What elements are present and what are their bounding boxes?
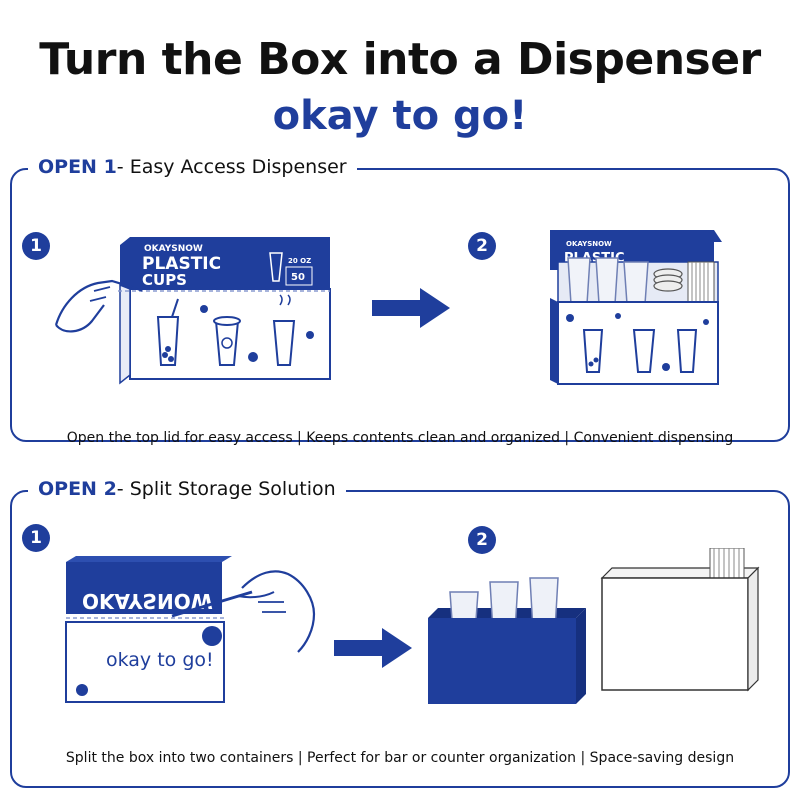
section-1-title: - Easy Access Dispenser — [116, 156, 347, 178]
section-2-step-1-badge: 1 — [22, 524, 50, 552]
section-2-arrow-icon — [334, 628, 412, 668]
section-2-heading: OPEN 2- Split Storage Solution — [28, 478, 346, 500]
section-2-caption: Split the box into two containers | Perf… — [65, 750, 735, 766]
dispenser-brand-text: OKAYSNOW — [566, 240, 612, 248]
box-brand-text: OKAYSNOW — [144, 244, 203, 254]
section-open-1 — [10, 168, 790, 442]
box-size-text: 20 OZ — [288, 257, 311, 265]
section-1-caption: Open the top lid for easy access | Keeps… — [66, 430, 734, 446]
section-open-2 — [10, 490, 790, 788]
box-line2-text: CUPS — [142, 271, 187, 289]
section-1-prefix: OPEN 1 — [38, 156, 117, 178]
section-1-step-2-badge: 2 — [468, 232, 496, 260]
section-2-title: - Split Storage Solution — [116, 478, 336, 500]
split-box-illustration: OKAYSNOW okay to go! — [65, 556, 316, 703]
box-line1-text: PLASTIC — [142, 254, 221, 274]
page-title: Turn the Box into a Dispenser — [39, 34, 761, 85]
section-1-heading: OPEN 1- Easy Access Dispenser — [28, 156, 357, 178]
page-subtitle: okay to go! — [272, 93, 528, 139]
section-2-prefix: OPEN 2 — [38, 478, 117, 500]
open-dispenser-illustration: OKAYSNOW PLASTIC — [550, 230, 722, 385]
box-count-text: 50 — [291, 272, 305, 283]
closed-box-illustration: OKAYSNOW PLASTIC CUPS 20 OZ 50 — [54, 237, 331, 385]
split-box-slogan-text: okay to go! — [106, 649, 214, 671]
section-2-step-2-badge: 2 — [468, 526, 496, 554]
section-1-step-1-badge: 1 — [22, 232, 50, 260]
section-1-arrow-icon — [372, 288, 450, 328]
two-containers-illustration — [428, 548, 760, 704]
